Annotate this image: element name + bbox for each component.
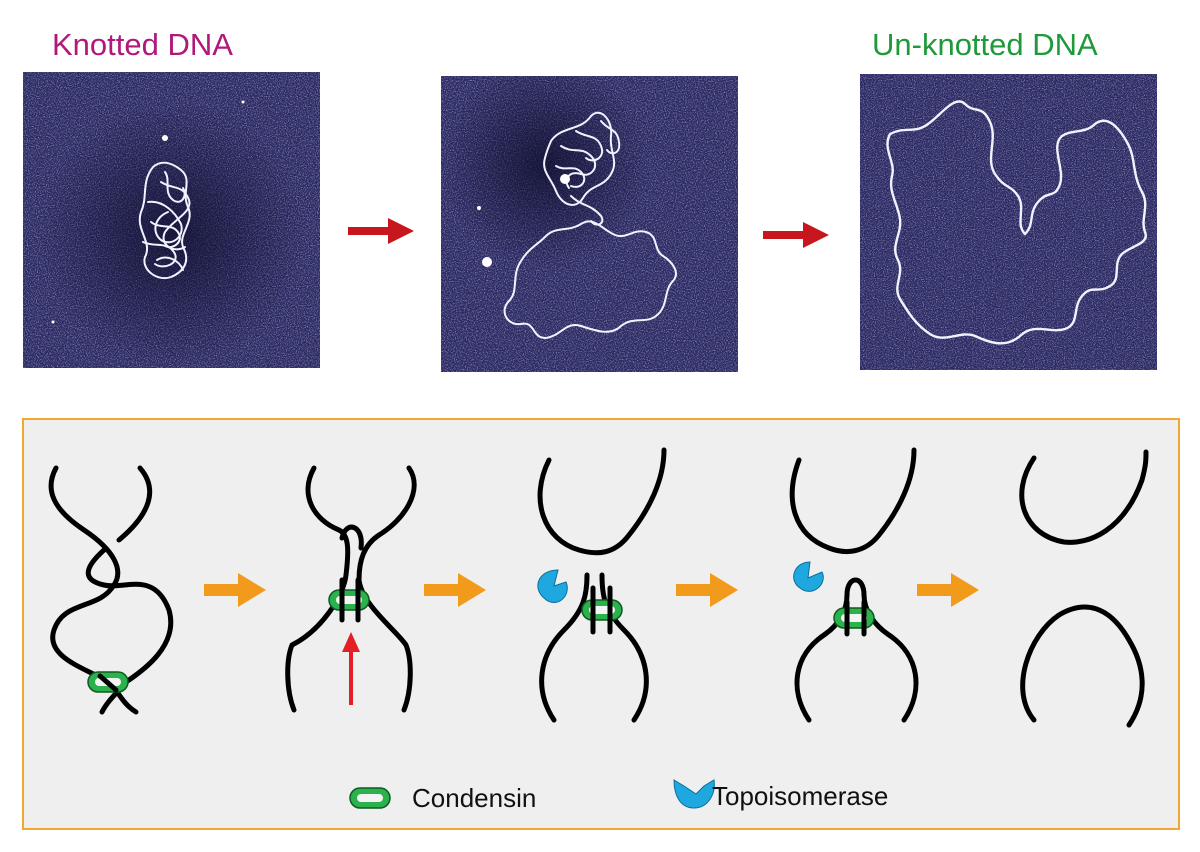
micrograph-knotted [23, 72, 320, 368]
stage-5 [1019, 449, 1149, 728]
legend-condensin-label: Condensin [412, 783, 537, 813]
orange-arrow-right [424, 573, 486, 607]
legend-topoisomerase-label: Topoisomerase [712, 781, 889, 811]
condensin-ring [328, 589, 370, 611]
orange-arrow-right [204, 573, 266, 607]
micrograph-intermediate [441, 76, 738, 372]
red-arrow-up [342, 632, 360, 705]
knotted-dna-label: Knotted DNA [52, 27, 233, 62]
red-arrow-right [763, 220, 831, 255]
orange-arrow-right [917, 573, 979, 607]
micrograph-unknotted [860, 74, 1157, 370]
red-arrow-right [348, 216, 416, 251]
schematic-panel: Condensin Topoisomerase [22, 418, 1180, 830]
stage-3 [537, 447, 667, 723]
topoisomerase-icon [793, 561, 824, 592]
condensin-ring [581, 599, 623, 621]
condensin-legend-icon [349, 787, 391, 809]
orange-arrow-right [676, 573, 738, 607]
topoisomerase-legend-icon [673, 779, 715, 809]
condensin-ring [833, 607, 875, 629]
unknotted-dna-label: Un-knotted DNA [872, 27, 1098, 62]
topoisomerase-icon [537, 569, 568, 604]
